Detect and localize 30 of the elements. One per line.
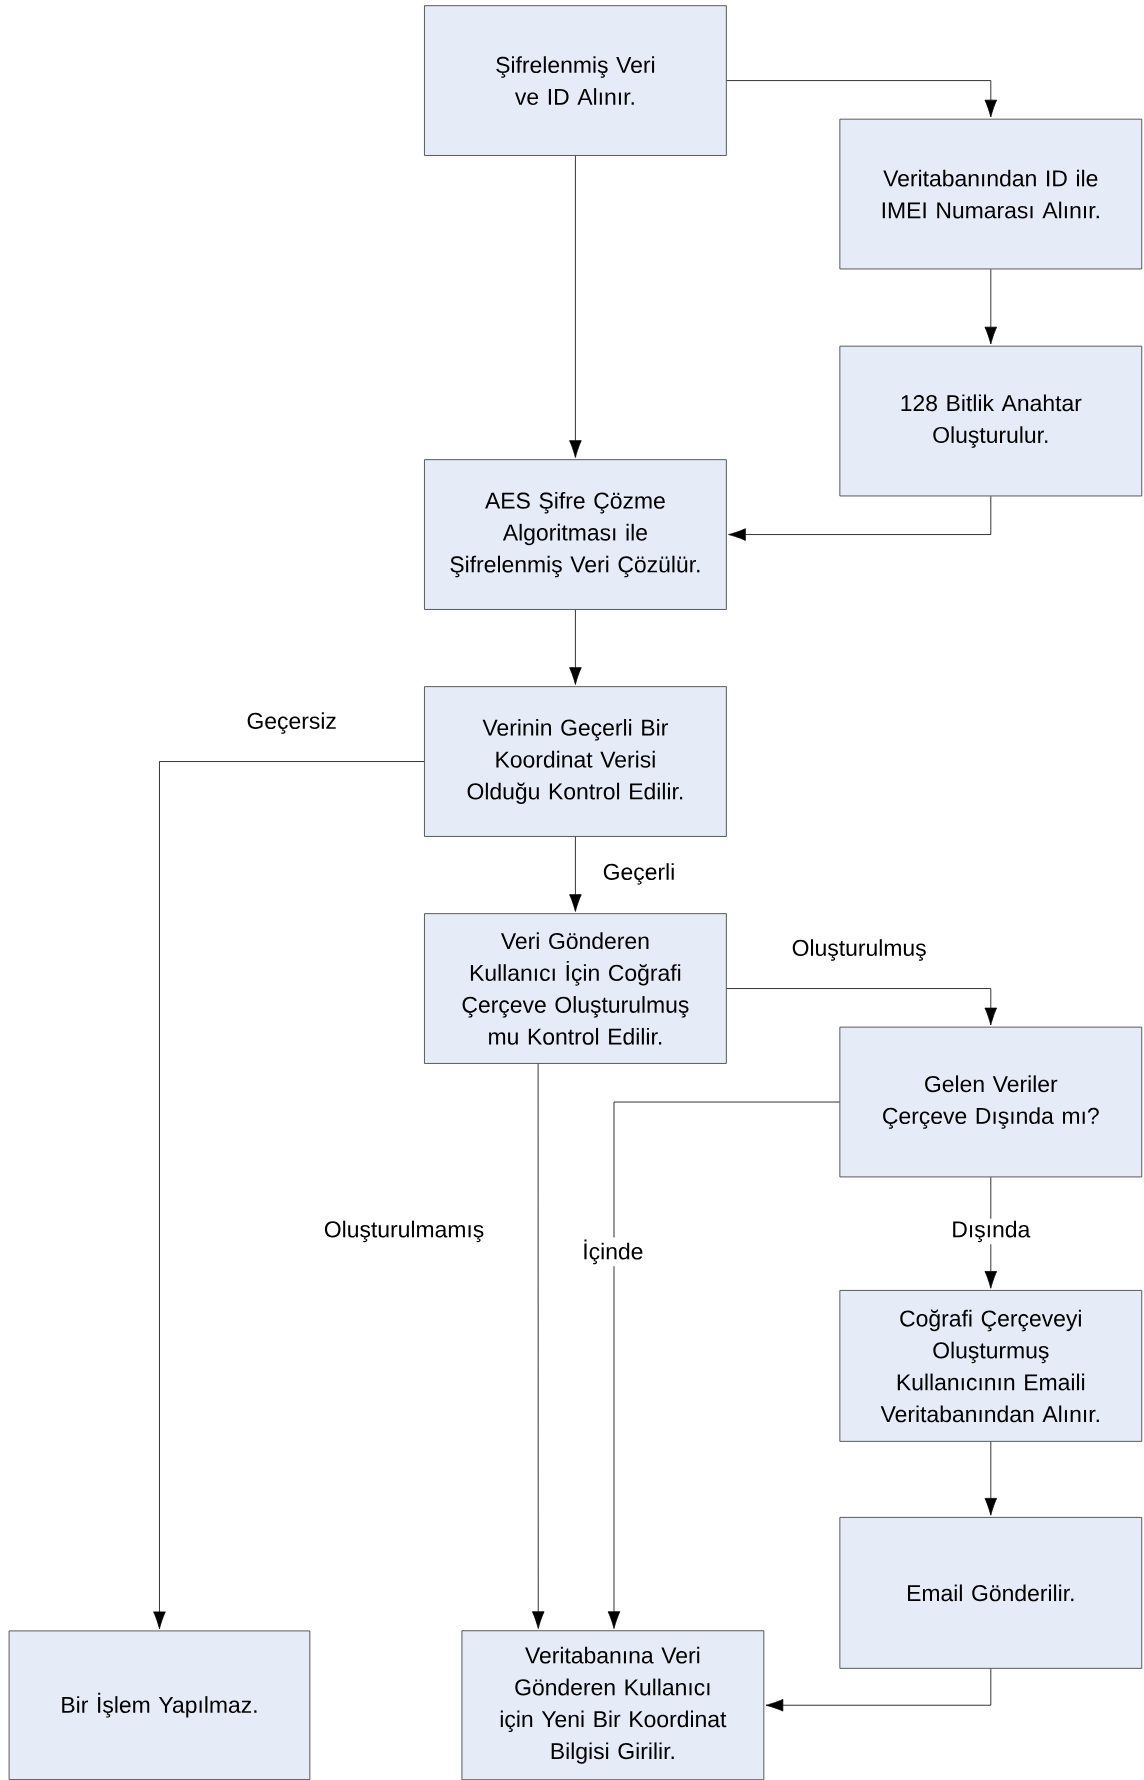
process-box: Email Gönderilir. bbox=[839, 1517, 1143, 1669]
process-box: Veri Gönderen Kullanıcı İçin Coğrafi Çerçeve Oluşturulmuş mu Kontrol Edilir. bbox=[424, 913, 727, 1064]
arrow bbox=[569, 155, 582, 458]
edge-label: İçinde bbox=[580, 1237, 646, 1267]
arrow bbox=[607, 1101, 840, 1629]
edge-label: Oluşturulmamış bbox=[321, 1218, 487, 1245]
arrow bbox=[569, 609, 582, 685]
process-box: Veritabanından ID ile IMEI Numarası Alınır. bbox=[839, 118, 1143, 270]
arrow bbox=[728, 495, 992, 541]
edge-label: Geçerli bbox=[600, 861, 678, 887]
arrow bbox=[569, 836, 582, 912]
process-box: Coğrafi Çerçeveyi Oluşturmuş Kullanıcının Emaili Veritabanından Alınır. bbox=[839, 1290, 1143, 1442]
process-box: Veritabanına Veri Gönderen Kullanıcı için Yeni Bir Koordinat Bilgisi Girilir. bbox=[461, 1630, 765, 1780]
process-box: Verinin Geçerli Bir Koordinat Verisi Olduğu Kontrol Edilir. bbox=[424, 686, 727, 837]
process-box: Şifrelenmiş Veri ve ID Alınır. bbox=[424, 5, 727, 156]
arrow bbox=[726, 988, 998, 1026]
edge-label: Oluşturulmuş bbox=[789, 937, 929, 963]
process-box: Bir İşlem Yapılmaz. bbox=[8, 1630, 311, 1780]
process-box: 128 Bitlik Anahtar Oluşturulur. bbox=[839, 345, 1143, 497]
edge-label: Geçersiz bbox=[244, 710, 339, 736]
arrow bbox=[984, 1176, 998, 1289]
arrow bbox=[153, 761, 425, 1630]
process-box: Gelen Veriler Çerçeve Dışında mı? bbox=[839, 1026, 1143, 1178]
arrow bbox=[984, 269, 998, 345]
edge-label: Dışında bbox=[949, 1218, 1033, 1245]
arrow bbox=[984, 1441, 998, 1516]
arrow bbox=[765, 1668, 992, 1712]
arrow bbox=[726, 80, 998, 118]
arrow bbox=[532, 1063, 545, 1629]
process-box: AES Şifre Çözme Algoritması ile Şifrelenmiş Veri Çözülür. bbox=[424, 459, 727, 610]
